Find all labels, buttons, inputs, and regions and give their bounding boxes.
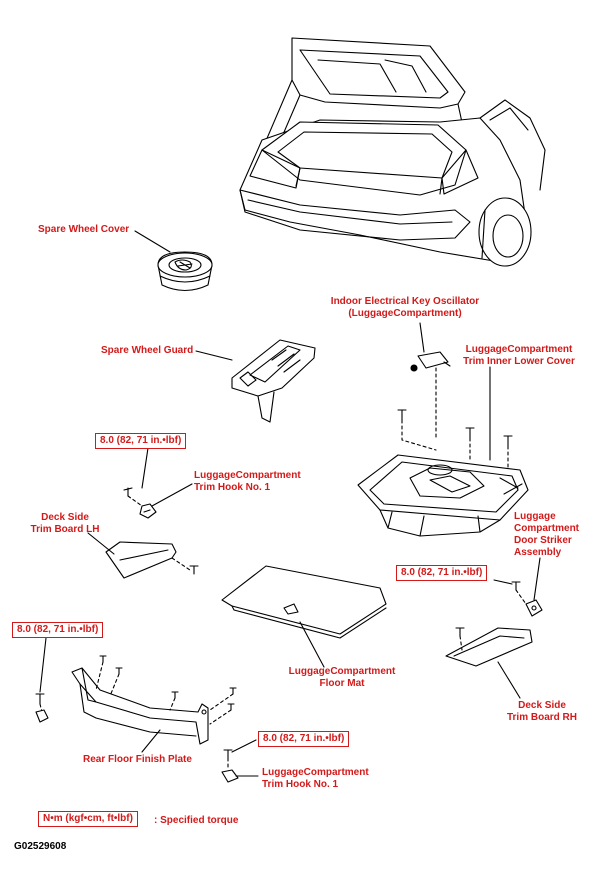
door-striker-part bbox=[511, 581, 543, 617]
spare-wheel-guard-part bbox=[231, 339, 316, 423]
leader-key-oscillator bbox=[419, 322, 425, 353]
label-floor-mat: LuggageCompartment Floor Mat bbox=[280, 666, 404, 690]
label-hook-lower-line2: Trim Hook No. 1 bbox=[262, 779, 339, 790]
torque-box-left: 8.0 (82, 71 in.•lbf) bbox=[12, 622, 104, 638]
label-hook-upper-line1: LuggageCompartment bbox=[194, 470, 301, 481]
label-trim-inner-lower-cover: LuggageCompartment Trim Inner Lower Cove… bbox=[455, 344, 583, 368]
torque-box-striker: 8.0 (82, 71 in.•lbf) bbox=[396, 565, 488, 581]
label-deck-side-rh: Deck Side Trim Board RH bbox=[500, 700, 584, 724]
label-deck-rh-line1: Deck Side bbox=[518, 700, 566, 711]
label-hook-upper-line2: Trim Hook No. 1 bbox=[194, 482, 271, 493]
legend-text: : Specified torque bbox=[154, 815, 239, 826]
leader-spare-wheel-guard bbox=[195, 350, 233, 361]
legend-unit-box: N•m (kgf•cm, ft•lbf) bbox=[38, 811, 138, 827]
label-indoor-key-oscillator-line1: Indoor Electrical Key Oscillator bbox=[330, 296, 480, 307]
label-door-striker: Luggage Compartment Door Striker Assembl… bbox=[514, 511, 579, 559]
label-deck-side-lh: Deck Side Trim Board LH bbox=[26, 512, 104, 536]
label-rear-floor-finish-plate: Rear Floor Finish Plate bbox=[83, 754, 192, 765]
label-trim-inner-line2: Trim Inner Lower Cover bbox=[463, 356, 575, 367]
cover-clips bbox=[397, 409, 513, 471]
label-striker-line3: Door Striker bbox=[514, 535, 572, 546]
leader-hook-upper bbox=[151, 483, 193, 507]
leader-torque-striker bbox=[493, 579, 513, 585]
label-spare-wheel-cover: Spare Wheel Cover bbox=[38, 224, 130, 235]
lower-trim-hook-part bbox=[221, 749, 239, 783]
trim-inner-lower-cover-part bbox=[357, 454, 529, 537]
torque-box-lower: 8.0 (82, 71 in.•lbf) bbox=[258, 731, 350, 747]
plate-clips bbox=[95, 655, 237, 725]
label-floor-mat-line1: LuggageCompartment bbox=[288, 666, 396, 677]
label-striker-line2: Compartment bbox=[514, 523, 580, 534]
label-hook-lower-line1: LuggageCompartment bbox=[262, 767, 369, 778]
leader-floor-mat bbox=[299, 621, 325, 668]
label-trim-hook-lower: LuggageCompartment Trim Hook No. 1 bbox=[262, 767, 369, 791]
leader-rear-plate bbox=[141, 729, 161, 753]
floor-mat-part bbox=[221, 565, 387, 639]
label-deck-lh-line1: Deck Side bbox=[41, 512, 89, 523]
deck-side-trim-lh-part bbox=[105, 541, 199, 579]
car-rear-illustration bbox=[239, 37, 546, 267]
torque-box-upper: 8.0 (82, 71 in.•lbf) bbox=[95, 433, 187, 449]
key-oscillator-part bbox=[410, 351, 451, 372]
spare-wheel-cover-part bbox=[157, 251, 213, 292]
leader-torque-1 bbox=[141, 447, 149, 489]
label-indoor-key-oscillator-line2: (LuggageCompartment) bbox=[348, 308, 462, 319]
deck-side-trim-rh-part bbox=[445, 627, 533, 667]
leader-deck-lh bbox=[87, 532, 115, 555]
label-spare-wheel-guard: Spare Wheel Guard bbox=[101, 345, 194, 356]
leader-torque-3 bbox=[231, 739, 257, 753]
leader-deck-rh bbox=[497, 661, 521, 699]
label-floor-mat-line2: Floor Mat bbox=[319, 678, 365, 689]
upper-trim-hook-part bbox=[123, 487, 157, 519]
leader-torque-2 bbox=[39, 637, 47, 693]
figure-id: G02529608 bbox=[14, 841, 67, 852]
rear-floor-finish-plate-part bbox=[71, 667, 209, 745]
label-trim-hook-upper: LuggageCompartment Trim Hook No. 1 bbox=[194, 470, 301, 494]
label-deck-lh-line2: Trim Board LH bbox=[30, 524, 100, 535]
label-striker-line1: Luggage bbox=[514, 511, 556, 522]
label-deck-rh-line2: Trim Board RH bbox=[506, 712, 577, 723]
leader-spare-wheel-cover bbox=[134, 230, 171, 253]
label-trim-inner-line1: LuggageCompartment bbox=[465, 344, 573, 355]
label-striker-line4: Assembly bbox=[514, 547, 562, 558]
label-indoor-key-oscillator: Indoor Electrical Key Oscillator (Luggag… bbox=[320, 296, 490, 320]
leader-striker bbox=[533, 557, 541, 601]
lower-left-bolt-hook bbox=[35, 693, 49, 723]
